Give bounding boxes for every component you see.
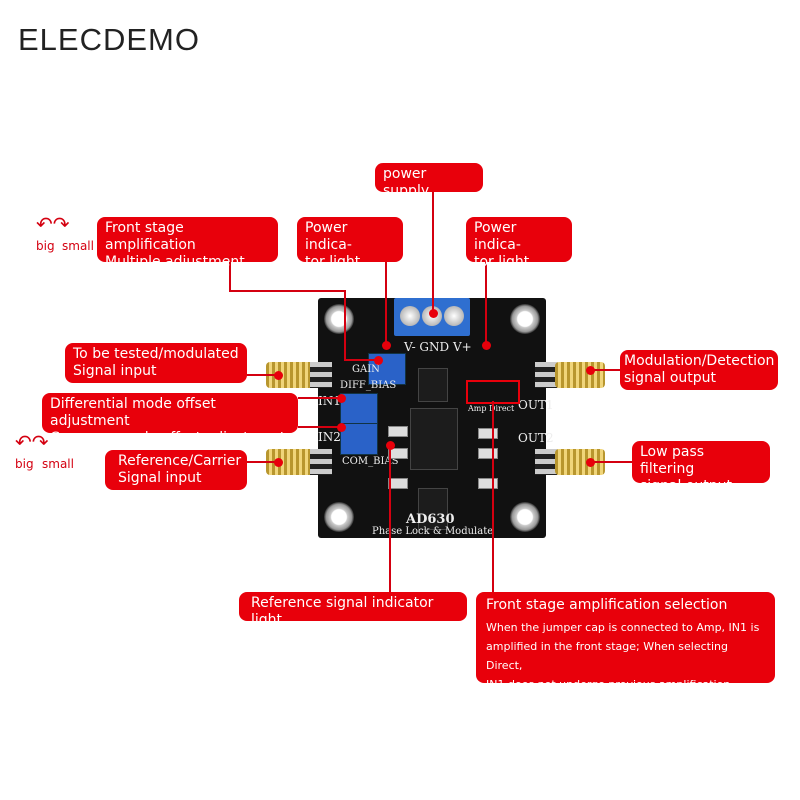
label-ref-indicator: Reference signal indicator light	[239, 592, 467, 628]
hint-big: big	[15, 457, 34, 471]
pcb-board: V- GND V+ GAIN DIFF_BIAS IN1 IN2 COM_BIA…	[318, 298, 554, 538]
brand-logo: ELECDEMO	[18, 22, 200, 57]
rotate-arrows-icon: ↶↷	[15, 430, 49, 454]
silk-in2: IN2	[318, 430, 341, 444]
gain-potentiometer	[368, 353, 406, 385]
diff-bias-potentiometer	[340, 393, 378, 425]
silk-out2: OUT2	[518, 431, 554, 445]
silk-out1: OUT1	[518, 398, 554, 412]
silk-diff-bias: DIFF_BIAS	[340, 380, 397, 391]
silk-gain: GAIN	[352, 364, 380, 375]
silk-power-pins: V- GND V+	[404, 340, 472, 354]
rotate-arrows-icon: ↶↷	[36, 212, 70, 236]
hint-small: small	[42, 457, 74, 471]
silk-jumper: Amp Direct	[468, 404, 515, 413]
silk-com-bias: COM_BIAS	[342, 456, 399, 467]
label-power-indicator-2: Power indica-tor light	[466, 217, 572, 270]
com-bias-potentiometer	[340, 423, 378, 455]
label-power-indicator-1: Power indica-tor light	[297, 217, 403, 270]
hint-big: big	[36, 239, 55, 253]
silk-chip: AD630	[406, 512, 455, 527]
silk-subtitle: Phase Lock & Modulate	[372, 526, 494, 537]
ad630-chip	[410, 408, 458, 470]
label-front-stage-selection: Front stage amplification selection When…	[476, 592, 775, 691]
hint-small: small	[62, 239, 94, 253]
label-power-supply: power supply	[375, 163, 483, 199]
